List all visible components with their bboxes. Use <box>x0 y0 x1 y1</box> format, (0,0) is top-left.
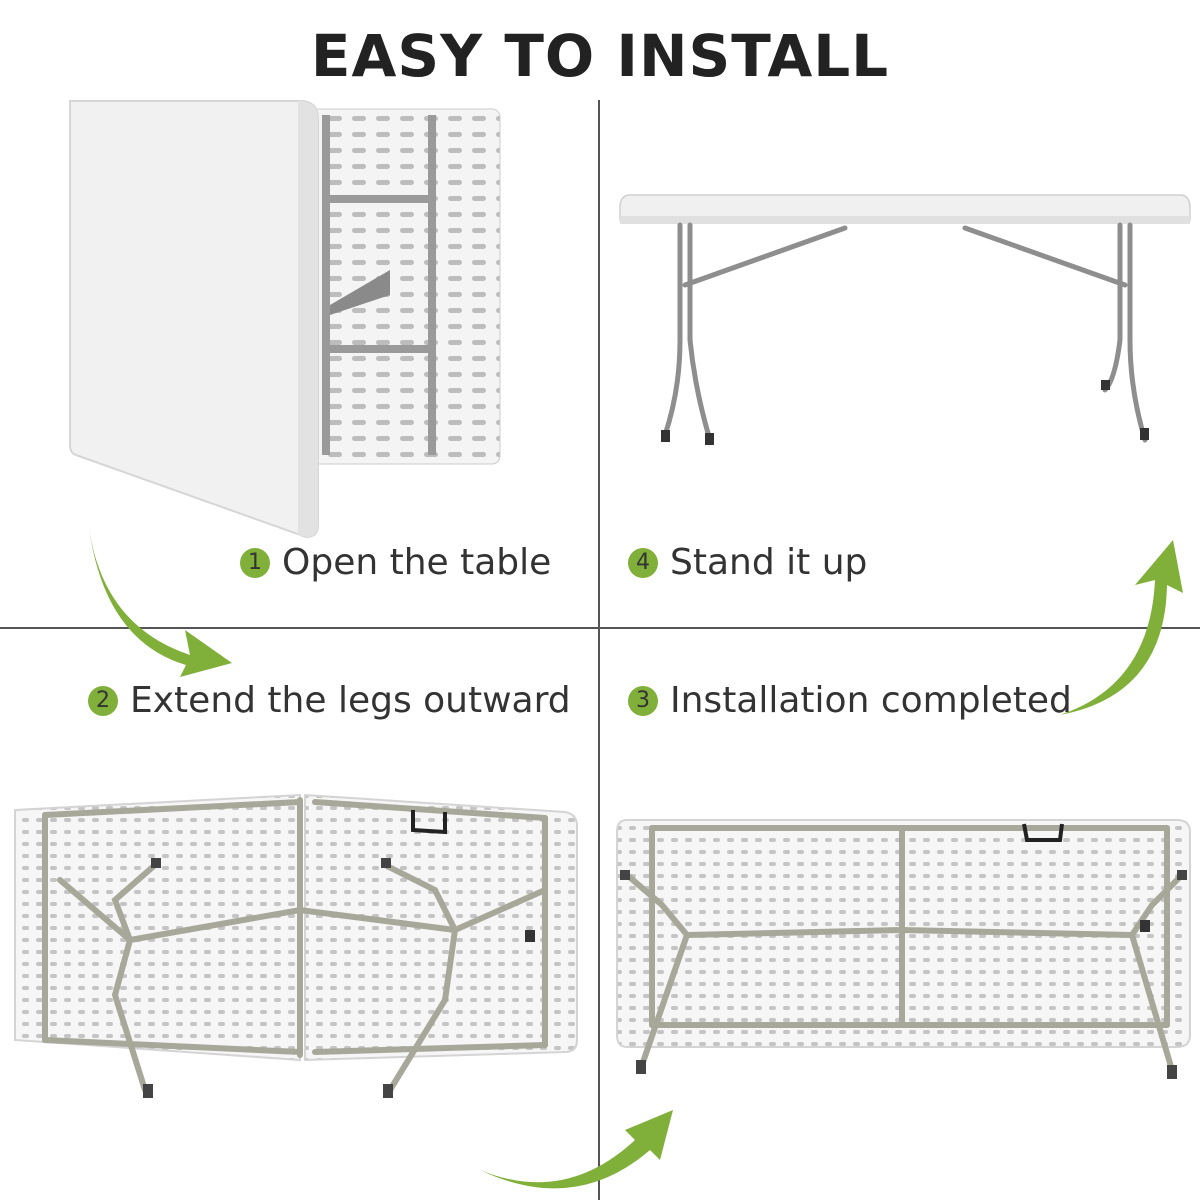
curved-arrow-icon <box>1060 540 1183 715</box>
step-2-label: 2 Extend the legs outward <box>88 680 571 721</box>
curved-arrow-icon <box>480 1110 673 1189</box>
step-1-text: Open the table <box>282 542 552 583</box>
vertical-divider <box>598 100 600 1200</box>
standing-table-image <box>619 194 1191 445</box>
step-1-number: 1 <box>240 547 270 578</box>
step-3-text: Installation completed <box>670 680 1072 721</box>
legs-extending-image <box>14 793 578 1098</box>
step-4-label: 4 Stand it up <box>628 542 867 583</box>
completed-table-image <box>616 819 1191 1079</box>
step-3-number: 3 <box>628 685 658 716</box>
page-title: EASY TO INSTALL <box>310 22 890 90</box>
step-3-label: 3 Installation completed <box>628 680 1072 721</box>
folded-table-image <box>69 100 501 539</box>
horizontal-divider <box>0 627 1200 629</box>
step-4-number: 4 <box>628 547 658 578</box>
step-2-text: Extend the legs outward <box>130 680 571 721</box>
step-2-number: 2 <box>88 685 118 716</box>
step-1-label: 1 Open the table <box>240 542 551 583</box>
curved-arrow-icon <box>88 520 232 677</box>
step-4-text: Stand it up <box>670 542 868 583</box>
